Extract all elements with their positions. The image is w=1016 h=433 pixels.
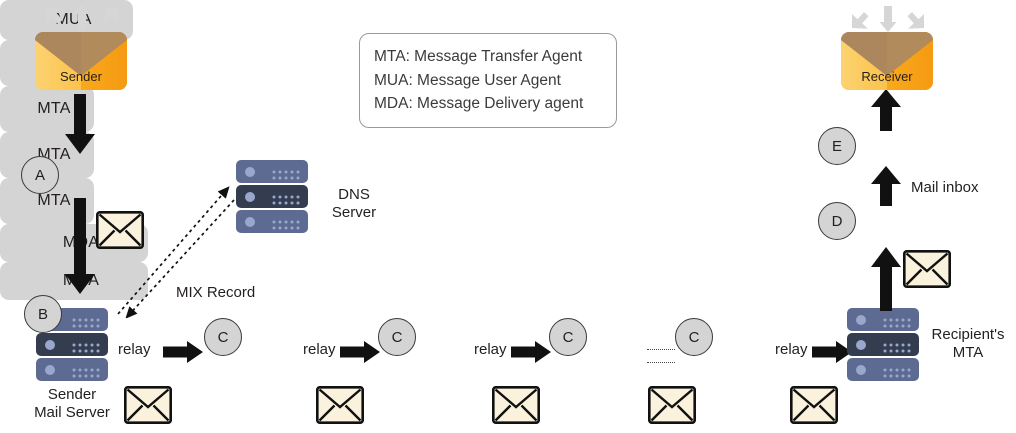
mail-icon-5 [648,386,696,424]
mail-inbox-label: Mail inbox [911,179,979,196]
mta-chain-continuation-top [647,349,675,350]
recipient-mta-label: Recipient's MTA [922,326,1014,361]
mail-icon-3 [316,386,364,424]
step-badge-c-3-text: C [562,328,574,346]
dns-server-rack[interactable] [236,160,308,234]
mta-label-4: MTA [37,192,71,209]
relay-label-1: relay [118,341,151,358]
recipient-mta-rack[interactable] [847,308,919,382]
step-badge-c-4-text: C [688,328,700,346]
recipient-rack-led-middle [856,339,866,350]
dns-rack-led-bottom [245,216,255,227]
dns-rack-dots-bottom [272,217,302,235]
mail-icon-1 [96,211,144,249]
step-badge-a: A [21,156,59,194]
recipient-mta-line2: MTA [952,343,984,361]
arrow-relay-2 [340,341,380,363]
step-badge-c-2-text: C [391,328,403,346]
step-badge-b-text: B [37,305,48,323]
step-badge-e-text: E [831,137,842,155]
rack-led-middle [45,339,55,350]
recipient-rack-dots-top [883,315,913,333]
step-badge-c-4: C [675,318,713,356]
dns-rack-unit-bottom [236,210,308,233]
recipient-rack-led-top [856,314,866,325]
legend-line-mta: MTA: Message Transfer Agent [374,48,583,65]
legend-line-mua: MUA: Message User Agent [374,71,561,89]
arrow-relay-1 [163,341,203,363]
dns-server-line1: DNS [338,186,370,203]
recipient-rack-unit-middle [847,333,919,356]
step-badge-b: B [24,295,62,333]
dns-query-response-dotted-arrows [110,178,245,318]
dns-server-label: DNS Server [316,186,392,221]
sender-mail-server-line1: Sender [47,386,97,403]
step-badge-d-text: D [831,212,843,230]
mail-icon-4 [492,386,540,424]
arrow-mua-to-receiver [868,89,904,131]
step-badge-c-1: C [204,318,242,356]
dns-rack-dots-top [272,167,302,185]
arrow-relay-3 [511,341,551,363]
rack-dots-middle [72,340,102,358]
recipient-mta-line1: Recipient's [931,326,1005,343]
recipient-rack-dots-middle [883,340,913,358]
rack-led-bottom [45,364,55,375]
dns-rack-led-top [245,166,255,177]
mta-chain-continuation-bottom [647,362,675,363]
dns-rack-dots-middle [272,192,302,210]
recipient-rack-dots-bottom [883,365,913,383]
arrow-sender-to-mua [62,94,98,156]
sender-envelope-icon: Sender [35,32,127,90]
mail-icon-7 [903,250,951,288]
receiver-hint-arrows [838,2,938,34]
receiver-label: Receiver [861,69,913,84]
rack-unit-bottom [36,358,108,381]
step-badge-c-3: C [549,318,587,356]
relay-label-2: relay [303,341,336,358]
sender-mail-server-line2: Mail Server [34,403,110,421]
recipient-rack-unit-bottom [847,358,919,381]
relay-label-4: relay [775,341,808,358]
step-badge-e: E [818,127,856,165]
arrow-recipientmta-to-mda [868,245,904,311]
rack-dots-top [72,315,102,333]
dns-rack-unit-middle [236,185,308,208]
mail-icon-6 [790,386,838,424]
rack-dots-bottom [72,365,102,383]
recipient-rack-led-bottom [856,364,866,375]
arrow-relay-4 [812,341,852,363]
dns-rack-led-middle [245,191,255,202]
mail-icon-2 [124,386,172,424]
sender-label: Sender [60,69,102,84]
recipient-rack-unit-top [847,308,919,331]
arrow-mua-to-mailserver [62,198,98,296]
step-badge-d: D [818,202,856,240]
dns-rack-unit-top [236,160,308,183]
mta-label-2: MTA [37,100,71,117]
step-badge-c-2: C [378,318,416,356]
receiver-envelope-icon: Receiver [841,32,933,90]
sender-mail-server-label: Sender Mail Server [16,386,128,421]
rack-unit-middle [36,333,108,356]
mix-record-label: MIX Record [176,284,256,301]
step-badge-c-1-text: C [217,328,229,346]
legend-box: MTA: Message Transfer Agent MUA: Message… [359,33,617,128]
relay-label-3: relay [474,341,507,358]
step-badge-a-text: A [34,166,45,184]
legend-line-mda: MDA: Message Delivery agent [374,95,584,113]
arrow-mda-to-mua [868,166,904,206]
dns-server-line2: Server [331,203,377,221]
sender-hint-arrows [32,2,132,34]
